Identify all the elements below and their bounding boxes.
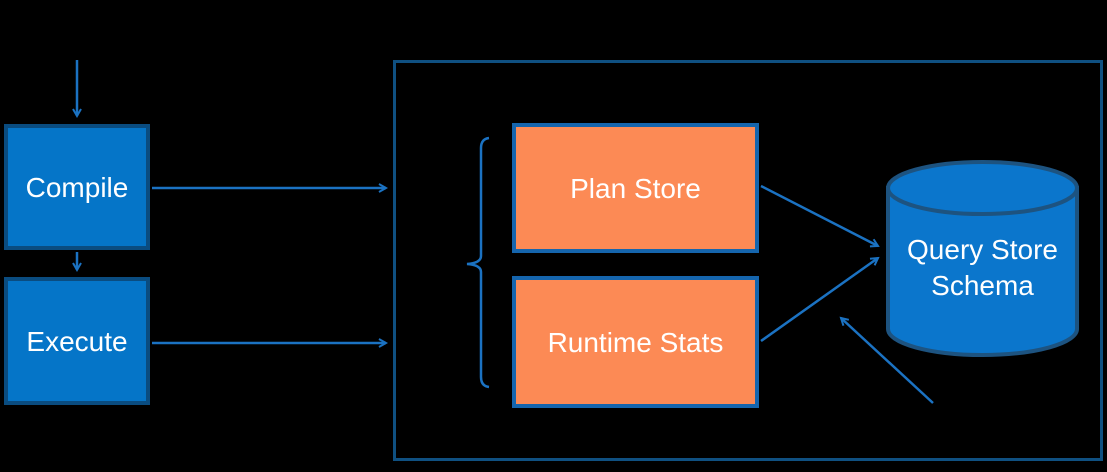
- query-store-schema-label-line1: Query Store: [907, 234, 1058, 265]
- query-store-schema-label: Query Store Schema: [888, 232, 1077, 304]
- execute-label: Execute: [26, 325, 128, 357]
- plan-store-node: Plan Store: [512, 123, 759, 253]
- compile-node: Compile: [4, 124, 150, 250]
- query-store-schema-label-line2: Schema: [931, 270, 1034, 301]
- query-store-container-box: [393, 60, 1103, 461]
- plan-store-label: Plan Store: [570, 172, 701, 204]
- runtime-stats-node: Runtime Stats: [512, 276, 759, 408]
- compile-label: Compile: [25, 171, 129, 203]
- runtime-stats-label: Runtime Stats: [547, 326, 724, 358]
- execute-node: Execute: [4, 277, 150, 405]
